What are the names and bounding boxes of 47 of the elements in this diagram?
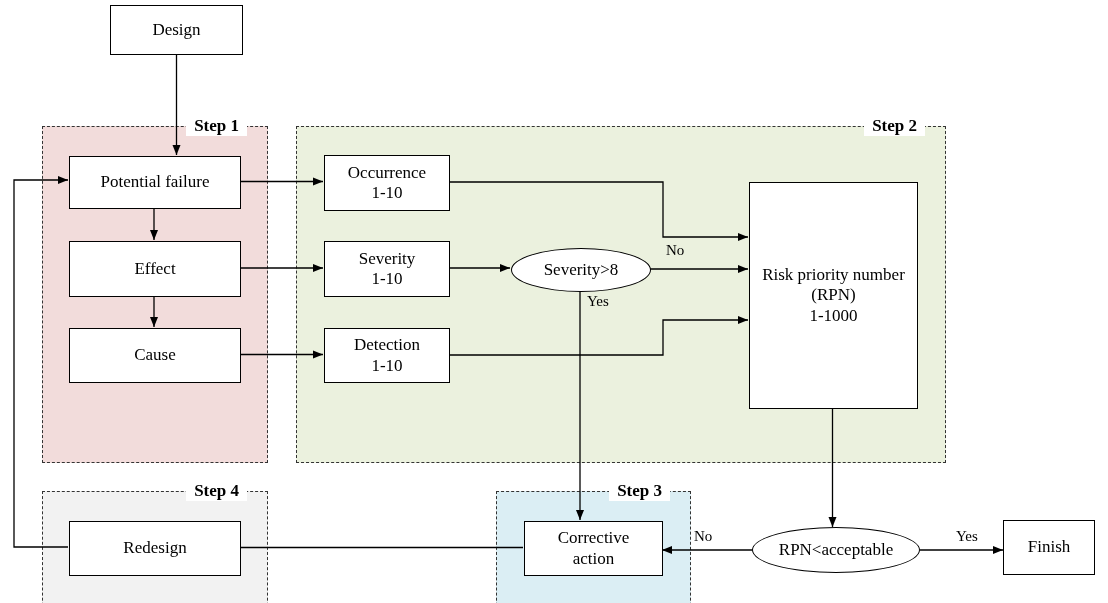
node-label: Design	[152, 19, 201, 41]
node-label: Severity	[358, 248, 416, 269]
arrow	[239, 350, 324, 359]
arrow	[150, 295, 158, 328]
node-label: Redesign	[123, 538, 187, 559]
arrow	[448, 181, 749, 241]
node-label: Finish	[1027, 537, 1071, 558]
node-label: 1-10	[371, 355, 403, 376]
arrow	[448, 316, 749, 356]
process-box	[524, 521, 663, 576]
process-box	[110, 5, 243, 55]
process-box	[69, 328, 241, 383]
process-box	[1003, 520, 1095, 575]
arrow	[828, 407, 837, 528]
process-box	[324, 328, 450, 383]
edge-label: No	[694, 528, 713, 545]
arrow	[448, 264, 511, 272]
node-label: 1-1000	[809, 305, 858, 327]
process-box	[749, 182, 918, 409]
arrow	[649, 265, 749, 273]
node-label: Cause	[134, 345, 176, 366]
node-label: Corrective action	[556, 528, 631, 569]
node-label: Severity>8	[543, 259, 619, 281]
arrow	[172, 54, 181, 156]
process-box	[324, 155, 450, 211]
process-box	[69, 241, 241, 297]
node-label: Risk priority number (RPN)	[761, 264, 906, 306]
edge-label: No	[666, 242, 685, 259]
arrow	[13, 176, 69, 548]
arrow	[239, 264, 324, 272]
node-label: Occurrence	[347, 162, 427, 183]
arrow	[576, 290, 584, 521]
process-box	[69, 156, 241, 209]
process-box	[69, 521, 241, 576]
node-label: 1-10	[371, 269, 403, 290]
node-label: RPN<acceptable	[778, 539, 894, 561]
process-box	[324, 241, 450, 297]
node-label: Potential failure	[100, 172, 210, 193]
arrow	[239, 177, 324, 186]
node-label: Detection	[353, 335, 421, 356]
node-label: Effect	[134, 258, 176, 280]
edge-label: Yes	[956, 528, 978, 545]
node-label: 1-10	[371, 183, 403, 204]
arrow	[150, 207, 158, 241]
edge-label: Yes	[587, 293, 609, 310]
arrow	[661, 546, 753, 554]
arrow	[919, 546, 1004, 554]
